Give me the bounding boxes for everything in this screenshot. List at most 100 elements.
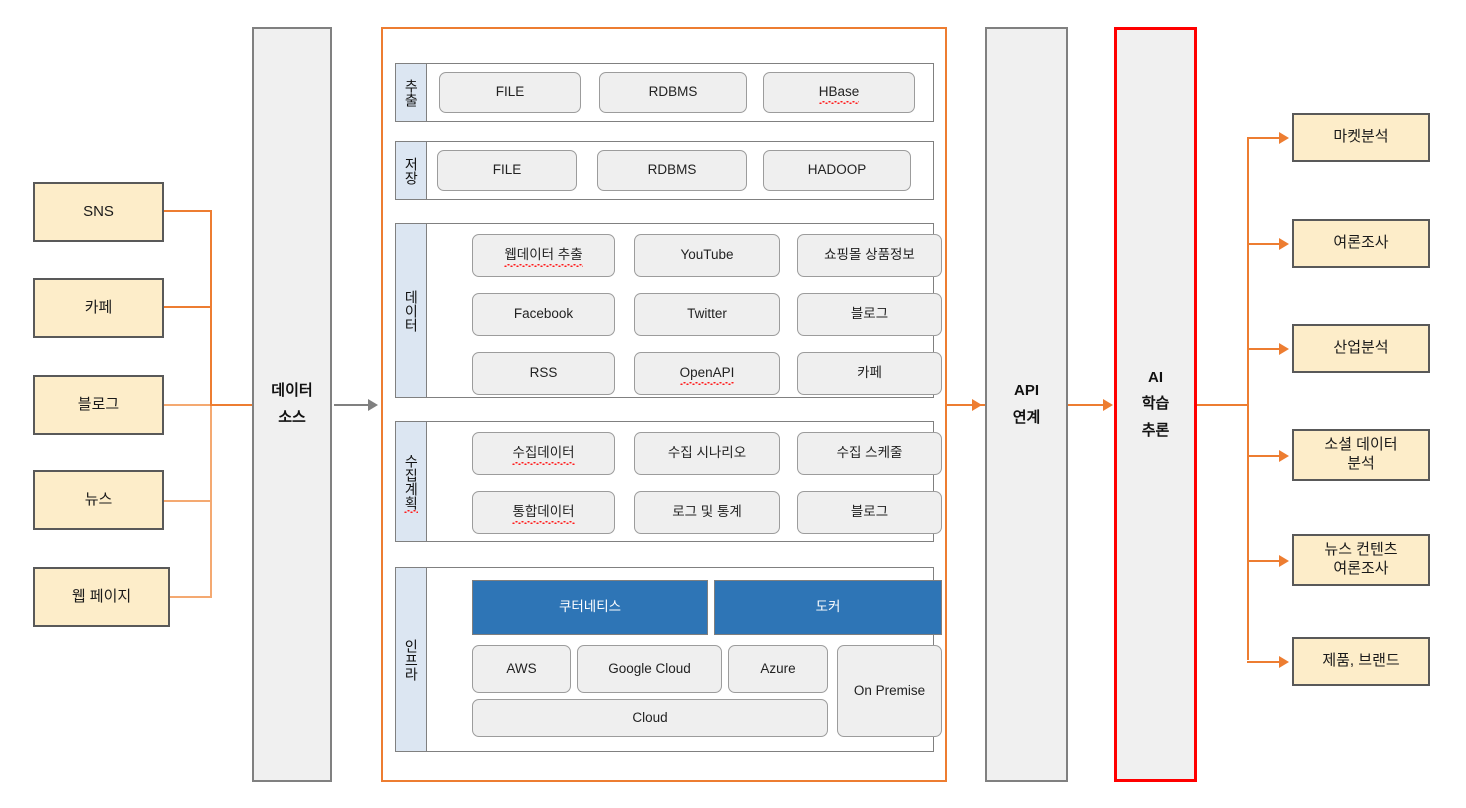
chip-label: Google Cloud: [608, 660, 691, 676]
band-label-infra: 인프라: [396, 568, 427, 751]
connector-platform-to-api: [947, 404, 985, 406]
chip-cloud[interactable]: Cloud: [472, 699, 828, 737]
chip-docker[interactable]: 도커: [714, 580, 942, 635]
chip-label: Cloud: [632, 709, 668, 725]
chip-label: RDBMS: [648, 84, 698, 100]
output-box-product-brand[interactable]: 제품, 브랜드: [1292, 637, 1430, 686]
output-box-news-content-opinion-survey[interactable]: 뉴스 컨텐츠 여론조사: [1292, 534, 1430, 586]
chip-web-data-extract[interactable]: 웹데이터 추출: [472, 234, 615, 277]
output-label-line2: 분석: [1347, 455, 1375, 472]
connector-sns: [164, 210, 212, 212]
chip-file-storage[interactable]: FILE: [437, 150, 577, 191]
chip-label: Facebook: [513, 306, 574, 322]
chip-integrated-data[interactable]: 통합데이터: [472, 491, 615, 534]
chip-cafe-data[interactable]: 카페: [797, 352, 942, 395]
chip-shopping-mall-product-info[interactable]: 쇼핑몰 상품정보: [797, 234, 942, 277]
output-label: 마켓분석: [1333, 128, 1389, 146]
datasource-label-line2: 소스: [278, 408, 306, 426]
ai-label-line3: 추론: [1141, 421, 1170, 439]
chip-google-cloud[interactable]: Google Cloud: [577, 645, 722, 693]
output-label: 여론조사: [1333, 234, 1389, 252]
chip-label: On Premise: [853, 682, 926, 698]
band-collection-plan: 수집계획 수집데이터 수집 시나리오 수집 스케줄 통합데이터 로그 및 통계 …: [395, 421, 942, 542]
arrow-output-3: [1279, 343, 1289, 355]
chip-log-and-statistics[interactable]: 로그 및 통계: [634, 491, 780, 534]
chip-label: AWS: [506, 660, 537, 676]
chip-openapi[interactable]: OpenAPI: [634, 352, 780, 395]
chip-collection-scenario[interactable]: 수집 시나리오: [634, 432, 780, 475]
output-box-social-data-analysis[interactable]: 소셜 데이터 분석: [1292, 429, 1430, 481]
connector-api-to-ai: [1068, 404, 1108, 406]
connector-cafe: [164, 306, 212, 308]
chip-label: RDBMS: [647, 162, 697, 178]
source-box-webpage[interactable]: 웹 페이지: [33, 567, 170, 627]
chip-label: 웹데이터 추출: [504, 247, 583, 267]
connector-output-3: [1247, 348, 1282, 350]
datasource-column[interactable]: 데이터 소스: [252, 27, 332, 782]
arrow-output-6: [1279, 656, 1289, 668]
source-label: 뉴스: [84, 490, 113, 508]
output-label-line2: 여론조사: [1333, 560, 1389, 577]
chip-hadoop-storage[interactable]: HADOOP: [763, 150, 911, 191]
api-label-line1: API: [1013, 382, 1039, 400]
chip-kubernetes[interactable]: 쿠터네티스: [472, 580, 708, 635]
source-box-news[interactable]: 뉴스: [33, 470, 164, 530]
source-box-blog[interactable]: 블로그: [33, 375, 164, 435]
connector-ai-stem: [1197, 404, 1249, 406]
datasource-label-line1: 데이터: [271, 382, 313, 400]
band-body-collection-plan: 수집데이터 수집 시나리오 수집 스케줄 통합데이터 로그 및 통계 블로그: [427, 422, 942, 541]
chip-label: 도커: [815, 599, 841, 615]
chip-label: 쇼핑몰 상품정보: [824, 247, 915, 263]
output-label: 산업분석: [1333, 339, 1389, 357]
output-box-market-analysis[interactable]: 마켓분석: [1292, 113, 1430, 162]
band-infra: 인프라 쿠터네티스 도커 AWS Google Cloud Azure On P…: [395, 567, 942, 752]
band-body-extract: FILE RDBMS HBase: [427, 64, 933, 121]
connector-trunk-to-datasource: [210, 404, 254, 406]
chip-file-extract[interactable]: FILE: [439, 72, 581, 113]
chip-label: 쿠터네티스: [558, 599, 622, 615]
chip-collection-schedule[interactable]: 수집 스케줄: [797, 432, 942, 475]
chip-label: FILE: [492, 162, 522, 178]
chip-label: 카페: [857, 365, 882, 381]
source-label: 카페: [84, 298, 113, 316]
band-data: 데이터 웹데이터 추출 YouTube 쇼핑몰 상품정보 Facebook Tw…: [395, 223, 942, 398]
chip-facebook[interactable]: Facebook: [472, 293, 615, 336]
connector-output-5: [1247, 560, 1282, 562]
chip-collected-data[interactable]: 수집데이터: [472, 432, 615, 475]
connector-output-trunk: [1247, 137, 1249, 660]
chip-label: Azure: [760, 660, 796, 676]
chip-twitter[interactable]: Twitter: [634, 293, 780, 336]
connector-datasource-to-platform: [334, 404, 369, 406]
chip-on-premise[interactable]: On Premise: [837, 645, 942, 737]
chip-rdbms-extract[interactable]: RDBMS: [599, 72, 747, 113]
ai-label-line2: 학습: [1141, 395, 1170, 413]
source-box-cafe[interactable]: 카페: [33, 278, 164, 338]
band-body-infra: 쿠터네티스 도커 AWS Google Cloud Azure On Premi…: [427, 568, 942, 751]
chip-label: RSS: [529, 365, 558, 381]
output-box-industry-analysis[interactable]: 산업분석: [1292, 324, 1430, 373]
chip-label: YouTube: [680, 247, 734, 263]
chip-youtube[interactable]: YouTube: [634, 234, 780, 277]
band-storage: 저장 FILE RDBMS HADOOP: [395, 141, 934, 200]
arrow-datasource-to-platform: [368, 399, 378, 411]
connector-news: [164, 500, 212, 502]
output-label-line1: 뉴스 컨텐츠: [1324, 541, 1398, 559]
output-box-public-opinion-survey[interactable]: 여론조사: [1292, 219, 1430, 268]
chip-hbase-extract[interactable]: HBase: [763, 72, 915, 113]
chip-azure[interactable]: Azure: [728, 645, 828, 693]
band-body-data: 웹데이터 추출 YouTube 쇼핑몰 상품정보 Facebook Twitte…: [427, 224, 942, 397]
connector-output-2: [1247, 243, 1282, 245]
connector-webpage: [170, 596, 212, 598]
connector-output-6: [1247, 661, 1282, 663]
chip-rdbms-storage[interactable]: RDBMS: [597, 150, 747, 191]
chip-aws[interactable]: AWS: [472, 645, 571, 693]
chip-blog-data[interactable]: 블로그: [797, 293, 942, 336]
source-label: 웹 페이지: [71, 587, 132, 605]
chip-blog-plan[interactable]: 블로그: [797, 491, 942, 534]
band-label-storage: 저장: [396, 142, 427, 199]
api-column[interactable]: API 연계: [985, 27, 1068, 782]
chip-rss[interactable]: RSS: [472, 352, 615, 395]
chip-label: HADOOP: [807, 162, 867, 178]
ai-column[interactable]: AI 학습 추론: [1114, 27, 1197, 782]
source-box-sns[interactable]: SNS: [33, 182, 164, 242]
